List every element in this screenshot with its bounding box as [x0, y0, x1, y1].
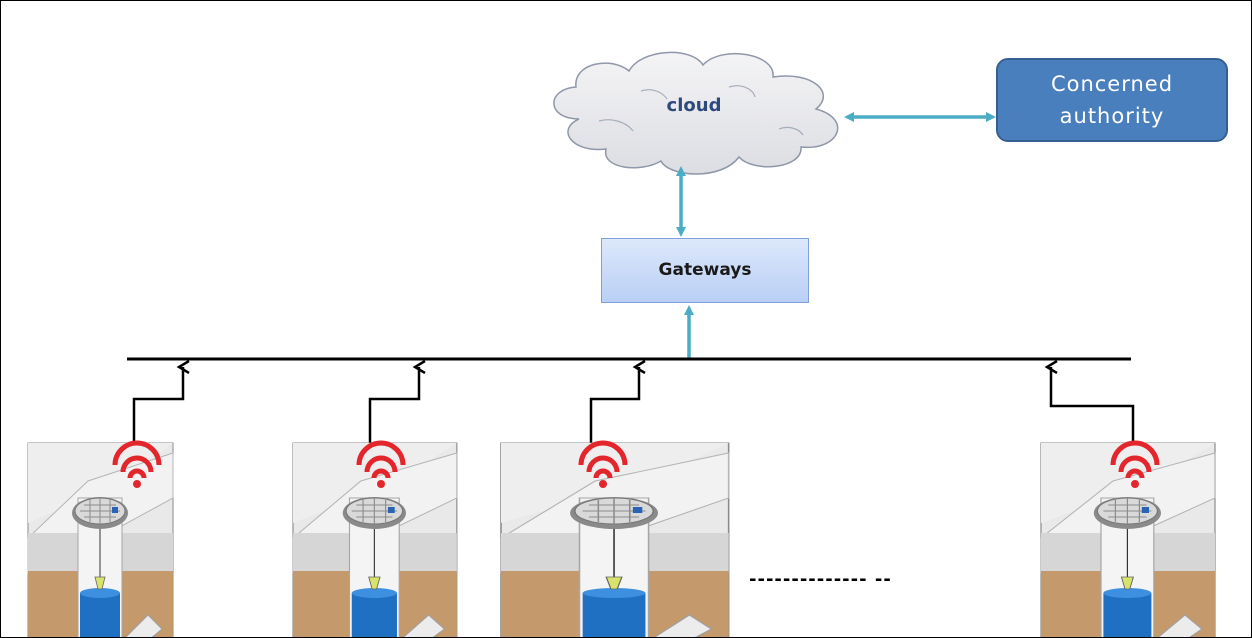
concerned-authority-box: Concerned authority: [996, 58, 1228, 142]
more-nodes-ellipsis: -------------- --: [749, 569, 892, 590]
authority-label-line1: Concerned: [1050, 72, 1174, 96]
node-2-uplink: [368, 367, 419, 448]
sensor-node-3: [500, 442, 730, 637]
authority-label-line2: authority: [1059, 104, 1165, 128]
node-4-uplink: [1051, 367, 1135, 448]
cloud-label: cloud: [666, 95, 722, 116]
node-1-uplink: [132, 367, 183, 448]
cloud-shape: [553, 51, 839, 175]
gateways-box: Gateways: [601, 238, 809, 303]
sensor-node-1: [27, 442, 174, 637]
node-3-uplink: [589, 367, 639, 448]
